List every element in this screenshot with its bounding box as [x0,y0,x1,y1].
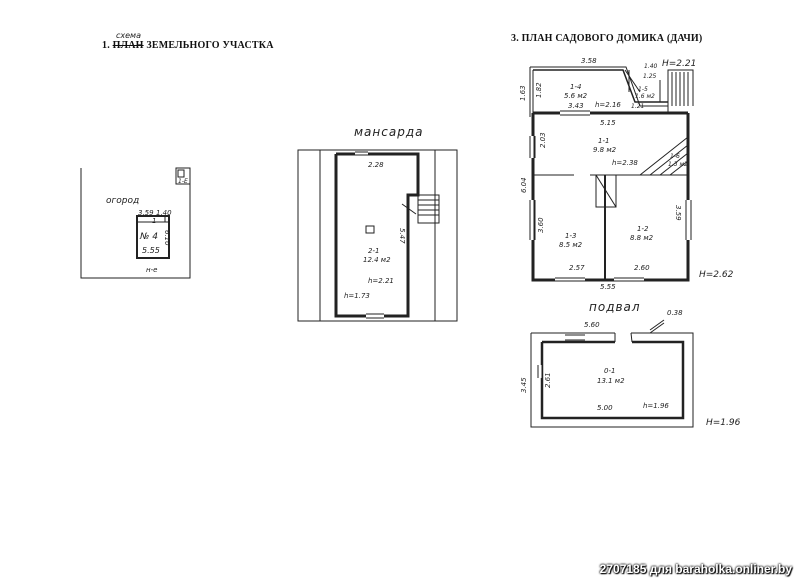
land-corner-label: н-е [146,266,158,274]
gf-r11-id: 1-1 [598,137,610,145]
basement-drawing [530,319,694,428]
gf-dim-121: 1.21 [631,103,645,110]
land-plot-drawing [80,167,191,279]
gf-r14-area: 5.6 м2 [564,92,588,100]
gf-dim-top: 3.58 [581,57,597,65]
land-plan-number: 1. [102,40,110,51]
gf-r11-h: h=2.38 [612,159,638,167]
attic-area: 12.4 м2 [363,256,391,264]
gf-r15-id: 1-5 [638,86,648,93]
gf-dim-515: 5.15 [600,119,616,127]
gf-r12-id: 1-2 [637,225,649,233]
gf-dim-203: 2.03 [539,132,547,148]
gf-r16-id: 1-6 [670,153,680,160]
land-corner-box: 1-Е [178,178,188,185]
gf-dim-125: 1.25 [643,73,657,80]
basement-area: 13.1 м2 [597,377,625,385]
basement-room-id: 0-1 [604,367,616,375]
land-dim-top: 3.59 [138,209,154,217]
land-label-1: 1 [152,217,157,225]
attic-height: h=2.21 [368,277,394,285]
gf-r12-area: 8.8 м2 [630,234,654,242]
gf-dim-140: 1.40 [644,63,658,70]
land-plan-struck-word: ПЛАН [112,40,144,51]
land-room-no: № 4 [140,232,158,242]
basement-dim-345: 3.45 [520,377,528,393]
basement-h-outer: H=1.96 [706,418,741,428]
land-dim-top2: 1.40 [156,209,172,217]
gf-h-top: H=2.21 [662,59,697,69]
basement-dim-560: 5.60 [584,321,600,329]
gf-r13-id: 1-3 [565,232,577,240]
gf-dim-555: 5.55 [600,283,616,291]
attic-title: мансарда [354,125,424,139]
basement-dim-038: 0.38 [667,309,683,317]
basement-height: h=1.96 [643,402,669,410]
gf-dim-163: 1.63 [519,85,527,101]
gf-dim-604: 6.04 [520,177,528,193]
gf-r14-id: 1-4 [570,83,582,91]
gf-r13-area: 8.5 м2 [559,241,583,249]
gf-dim-260: 2.60 [634,264,650,272]
attic-dim-top: 2.28 [368,161,384,169]
land-garden-label: огород [106,196,140,206]
land-plan-header: 1. ПЛАН ЗЕМЕЛЬНОГО УЧАСТКА [102,40,274,51]
attic-drawing [297,149,458,322]
land-dim-bottom: 5.55 [142,246,160,255]
land-dim-side: 6.10 [163,230,171,246]
gf-dim-343: 3.43 [568,102,584,110]
land-plan-header-rest: ЗЕМЕЛЬНОГО УЧАСТКА [146,40,274,51]
watermark: 2707185 для baraholka.onliner.by [599,562,792,576]
gf-r14-h: h=2.16 [595,101,621,109]
basement-title: подвал [589,300,641,314]
land-plan-handwritten-correction: схема [116,31,141,40]
attic-dim-side: 5.47 [398,228,406,244]
attic-room-id: 2-1 [368,247,380,255]
basement-dim-500: 5.00 [597,404,613,412]
gf-r11-area: 9.8 м2 [593,146,617,154]
gf-dim-257: 2.57 [569,264,585,272]
gf-r15-area: 1.6 м2 [635,93,655,100]
ground-floor-drawing [529,66,694,282]
gf-dim-359: 3.59 [674,205,682,221]
gf-r16-area: 1.3 м2 [668,161,688,168]
attic-height-left: h=1.73 [344,292,370,300]
gf-dim-360: 3.60 [537,217,545,233]
gf-h-bottom: H=2.62 [699,270,734,280]
house-plan-header: 3. ПЛАН САДОВОГО ДОМИКА (ДАЧИ) [511,33,703,44]
gf-dim-182: 1.82 [535,82,543,98]
basement-dim-261: 2.61 [544,372,552,388]
